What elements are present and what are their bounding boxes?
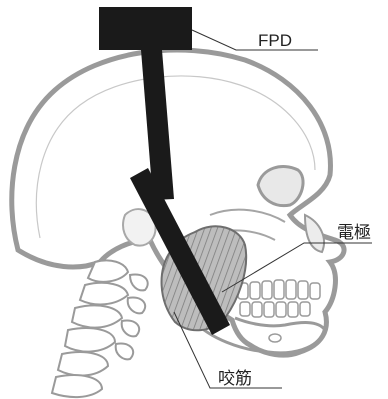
cervical-spine bbox=[52, 260, 148, 397]
masseter-label: 咬筋 bbox=[218, 369, 252, 388]
upper-teeth bbox=[238, 280, 320, 299]
fpd-leader-line bbox=[192, 30, 318, 50]
electrode-label: 電極 bbox=[337, 223, 371, 242]
fpd-sensor bbox=[99, 7, 192, 50]
fpd-label: FPD bbox=[258, 31, 292, 50]
mental-foramen bbox=[269, 334, 281, 342]
